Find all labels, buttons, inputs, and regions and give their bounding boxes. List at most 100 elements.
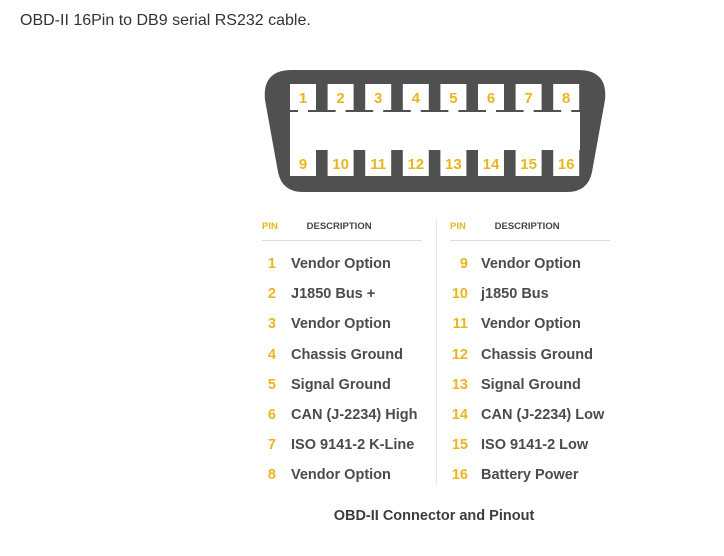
description-column-header: DESCRIPTION [494, 221, 560, 232]
connector-pin-label: 5 [449, 90, 457, 107]
pin-number: 12 [451, 346, 468, 363]
pin-number: 10 [451, 286, 468, 303]
pin-description: J1850 Bus + [291, 286, 376, 303]
pin-row: 9 Vendor Option [450, 249, 610, 279]
pin-description: ISO 9141-2 K-Line [291, 437, 415, 454]
pin-description: ISO 9141-2 Low [481, 437, 589, 454]
description-column-header: DESCRIPTION [306, 221, 372, 232]
pin-description: Battery Power [481, 467, 579, 484]
pin-row: 11 Vendor Option [450, 309, 610, 339]
connector-pin-label: 11 [370, 156, 386, 173]
pin-box [440, 150, 467, 176]
pin-number: 13 [451, 376, 468, 393]
pin-box [365, 84, 392, 110]
pin-tab [373, 144, 384, 150]
pin-description: Vendor Option [291, 316, 391, 333]
pin-description: Signal Ground [291, 376, 391, 393]
pin-tab [486, 110, 496, 116]
figure-caption: OBD-II Connector and Pinout [333, 508, 535, 524]
pin-number: 11 [452, 316, 468, 333]
pin-box [365, 150, 392, 176]
connector-pin-label: 10 [332, 156, 349, 173]
connector-pin-label: 2 [336, 90, 344, 107]
pin-box [553, 150, 580, 176]
pin-box [327, 84, 354, 110]
connector-pin-label: 4 [412, 90, 421, 107]
pin-tab [298, 110, 308, 116]
pin-box [515, 150, 542, 176]
pin-number: 5 [267, 376, 276, 393]
pin-tab [448, 144, 459, 150]
pin-row: 3 Vendor Option [262, 309, 422, 339]
pin-row: 4 Chassis Ground [262, 340, 422, 370]
connector-pin-label: 13 [445, 156, 462, 173]
pin-box [553, 84, 580, 110]
pin-tab [373, 110, 384, 116]
connector-pin-label: 3 [374, 90, 382, 107]
pin-box [290, 150, 316, 176]
pin-row: 12 Chassis Ground [450, 340, 610, 370]
connector-pin-label: 12 [407, 156, 424, 173]
pin-tab [523, 110, 534, 116]
pin-box [290, 84, 316, 110]
connector-pin-label: 15 [520, 156, 537, 173]
pin-row: 16 Battery Power [450, 460, 610, 490]
table-header: PIN DESCRIPTION [262, 218, 422, 241]
pin-description: CAN (J-2234) High [291, 407, 418, 424]
pin-number: 1 [267, 256, 276, 273]
pin-description: j1850 Bus [481, 286, 549, 303]
pin-number: 3 [267, 316, 276, 333]
pin-row: 5 Signal Ground [262, 370, 422, 400]
pin-number: 9 [459, 256, 468, 273]
pin-tab [523, 144, 534, 150]
pin-box [402, 84, 429, 110]
connector-slot [290, 112, 580, 150]
pin-row: 2 J1850 Bus + [262, 279, 422, 309]
pin-row: 10 j1850 Bus [450, 279, 610, 309]
connector-pin-label: 8 [562, 90, 570, 107]
pin-tab [298, 144, 308, 150]
pin-description: Vendor Option [481, 316, 581, 333]
pin-row: 7 ISO 9141-2 K-Line [262, 430, 422, 460]
pin-box [440, 84, 467, 110]
pin-tab [410, 110, 421, 116]
pin-number: 6 [267, 407, 276, 424]
pin-number: 16 [451, 467, 468, 484]
table-header: PIN DESCRIPTION [450, 218, 610, 241]
connector-pin-label: 9 [299, 156, 307, 173]
pin-box [402, 150, 429, 176]
pin-column-header: PIN [262, 221, 278, 232]
pin-tab [561, 144, 572, 150]
pin-number: 2 [267, 286, 276, 303]
connector-pin-label: 6 [487, 90, 495, 107]
pin-number: 15 [451, 437, 468, 454]
pin-description: Vendor Option [481, 256, 581, 273]
pin-row: 8 Vendor Option [262, 460, 422, 490]
pin-description: Chassis Ground [481, 346, 593, 363]
pin-number: 4 [267, 346, 276, 363]
pin-description: Vendor Option [291, 467, 391, 484]
pin-row: 15 ISO 9141-2 Low [450, 430, 610, 460]
pin-number: 7 [267, 437, 276, 454]
pin-tab [410, 144, 421, 150]
pin-row: 1 Vendor Option [262, 249, 422, 279]
connector-pin-label: 16 [558, 156, 575, 173]
pin-box [515, 84, 542, 110]
pin-description: CAN (J-2234) Low [481, 407, 605, 424]
pin-tab [561, 110, 572, 116]
column-divider [436, 220, 437, 484]
pin-row: 14 CAN (J-2234) Low [450, 400, 610, 430]
pin-description: Signal Ground [481, 376, 581, 393]
pin-number: 14 [451, 407, 468, 424]
pin-tab [335, 144, 346, 150]
pin-box [478, 84, 504, 110]
pin-description: Vendor Option [291, 256, 391, 273]
pin-number: 8 [267, 467, 276, 484]
pin-description: Chassis Ground [291, 346, 403, 363]
connector-pin-label: 7 [524, 90, 532, 107]
pin-box [327, 150, 354, 176]
pin-tab [448, 110, 459, 116]
